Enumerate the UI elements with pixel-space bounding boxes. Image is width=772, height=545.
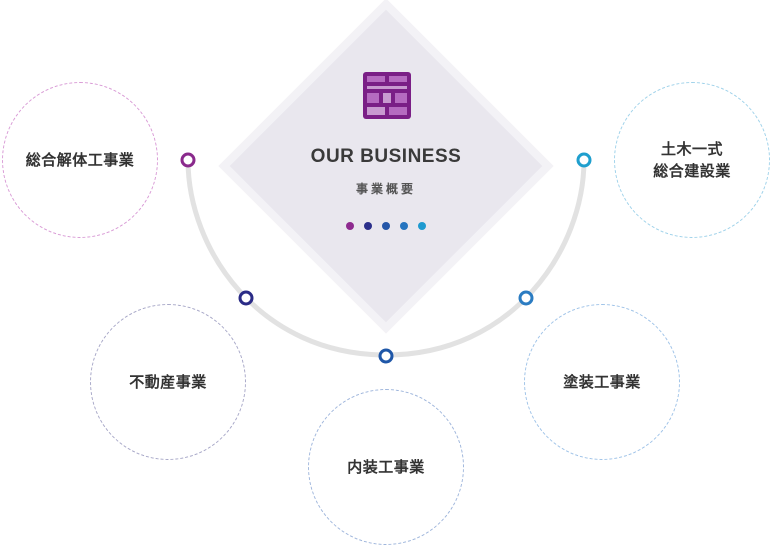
center-dot — [382, 222, 390, 230]
arc-nodes — [180, 152, 592, 364]
service-circle-interior[interactable]: 内装工事業 — [308, 389, 464, 545]
service-circle-real-estate[interactable]: 不動産事業 — [90, 304, 246, 460]
arc-node — [378, 348, 394, 364]
center-dot — [418, 222, 426, 230]
center-diamond — [218, 0, 554, 334]
service-label: 土木一式 総合建設業 — [653, 140, 731, 180]
arc-node — [180, 152, 196, 168]
service-label: 塗装工事業 — [563, 373, 641, 391]
service-circle-painting[interactable]: 塗装工事業 — [524, 304, 680, 460]
arc-node — [238, 290, 254, 306]
service-circle-civil-engineering[interactable]: 土木一式 総合建設業 — [614, 82, 770, 238]
center-dot — [346, 222, 354, 230]
center-subtitle: 事業概要 — [355, 182, 416, 196]
center-dot — [400, 222, 408, 230]
service-circle-demolition[interactable]: 総合解体工事業 — [2, 82, 158, 238]
service-label: 総合解体工事業 — [25, 151, 135, 169]
arc-node — [518, 290, 534, 306]
service-label: 不動産事業 — [129, 373, 207, 391]
center-dot — [364, 222, 372, 230]
service-label: 内装工事業 — [347, 458, 425, 476]
arc-node — [576, 152, 592, 168]
company-logo — [363, 72, 411, 119]
center-title: OUR BUSINESS — [310, 146, 462, 167]
center-dots — [346, 222, 426, 230]
